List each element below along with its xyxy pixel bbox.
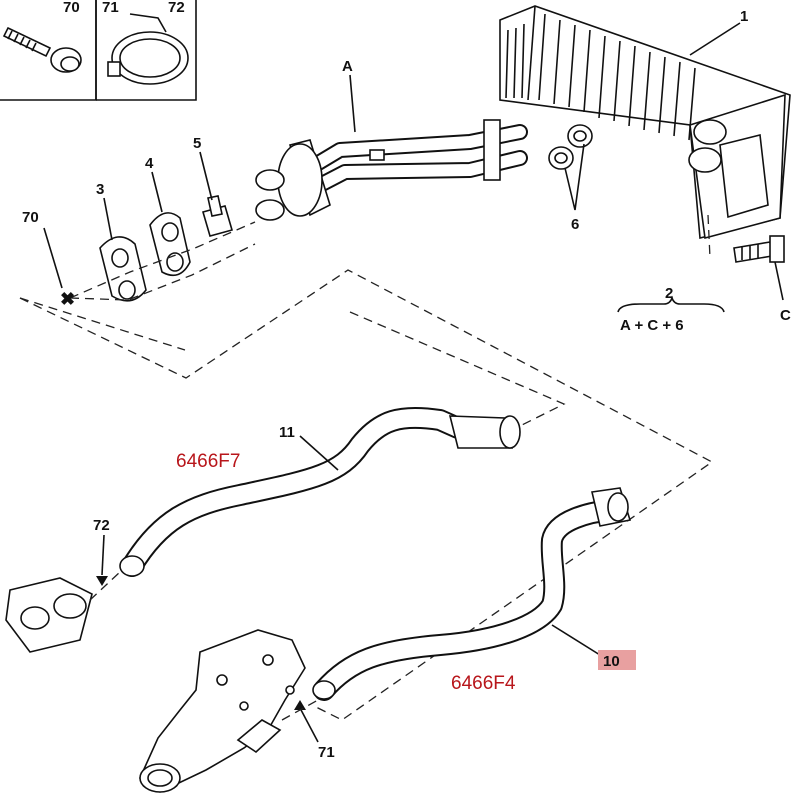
inset-box-clamp xyxy=(96,0,197,101)
label-10-highlight xyxy=(598,650,636,670)
label-4: 4 xyxy=(145,155,154,172)
label-11: 11 xyxy=(279,424,295,441)
hose-clamp-icon xyxy=(107,13,189,85)
gasket-4 xyxy=(149,212,191,277)
pipe-assembly-a xyxy=(255,119,528,221)
label-70: 70 xyxy=(22,209,39,226)
label-70-inset: 70 xyxy=(63,0,80,16)
label-a: A xyxy=(342,58,353,75)
label-formula: A + C + 6 xyxy=(620,317,684,334)
label-c: C xyxy=(780,307,791,324)
label-71-inset: 71 xyxy=(102,0,119,16)
ref-6466f4: 6466F4 xyxy=(451,673,516,694)
label-72-inset: 72 xyxy=(168,0,185,16)
label-71: 71 xyxy=(318,744,335,761)
label-1: 1 xyxy=(740,8,748,25)
label-3: 3 xyxy=(96,181,104,198)
hose-11-connector xyxy=(119,415,521,577)
ref-6466f7: 6466F7 xyxy=(176,451,240,472)
screw-c-icon xyxy=(733,235,785,263)
connector-5 xyxy=(202,195,233,237)
outlet-housing-left xyxy=(5,577,93,653)
label-5: 5 xyxy=(193,135,201,152)
svg-text:✖: ✖ xyxy=(60,289,75,309)
heater-radiator xyxy=(499,5,791,240)
label-6: 6 xyxy=(571,216,579,233)
screw-icon xyxy=(2,26,82,73)
label-2: 2 xyxy=(665,285,673,302)
label-10: 10 xyxy=(603,653,620,670)
hose-10-connector xyxy=(312,487,632,700)
o-ring-seals xyxy=(548,124,593,170)
label-72: 72 xyxy=(93,517,110,534)
thermostat-housing xyxy=(138,629,306,793)
